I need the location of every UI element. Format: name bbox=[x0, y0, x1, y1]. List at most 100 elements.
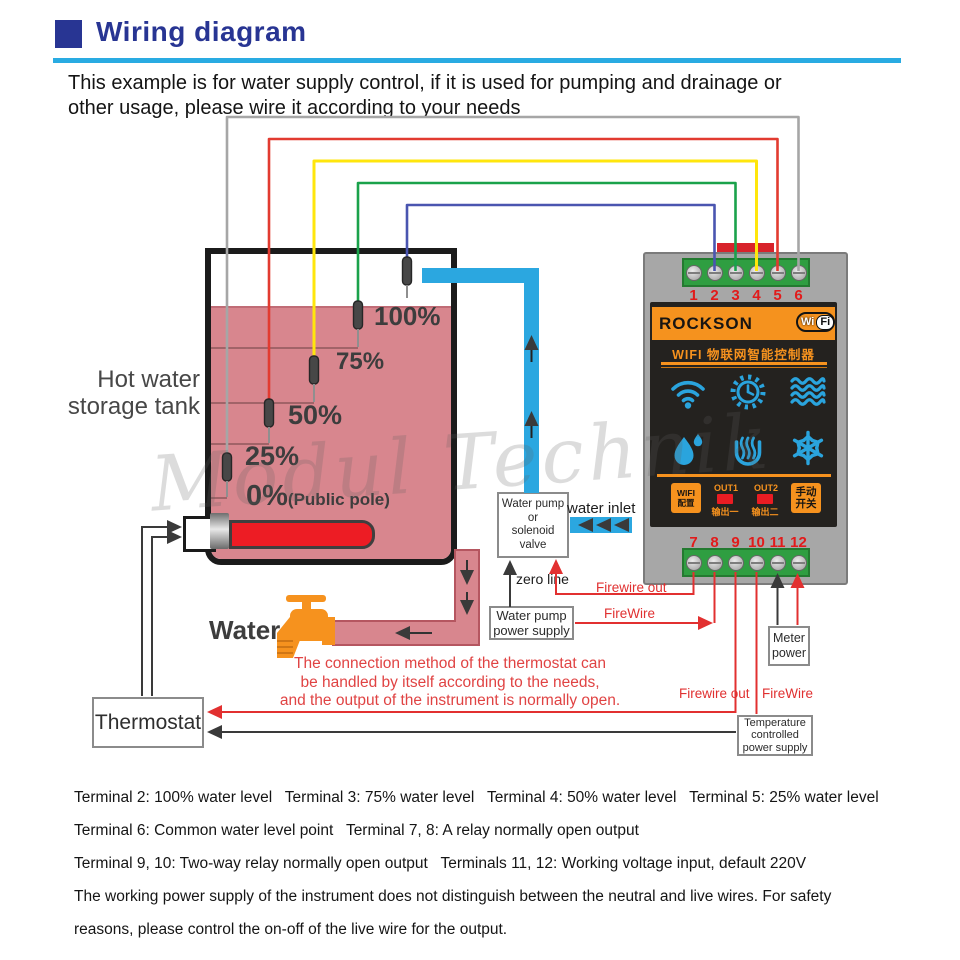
header-rule bbox=[53, 58, 901, 63]
temp-box-line2: controlled bbox=[751, 729, 799, 742]
public-pole-label: (Public pole) bbox=[287, 490, 390, 509]
wifi-icon bbox=[671, 380, 705, 409]
footer-line5: reasons, please control the on-off of th… bbox=[74, 921, 508, 938]
pump-power-line2: power supply bbox=[493, 623, 570, 638]
pump-power-supply-box: Water pump power supply bbox=[489, 606, 574, 640]
tank-name-line2: storage tank bbox=[67, 393, 200, 420]
panel-title-underline-thin bbox=[661, 366, 827, 368]
terminal-descriptions: Terminal 2: 100% water level Terminal 3:… bbox=[74, 789, 954, 954]
out2-cn-label: 输出二 bbox=[751, 507, 779, 517]
intro-line-1: This example is for water supply control… bbox=[68, 72, 782, 94]
intro-text: This example is for water supply control… bbox=[68, 71, 898, 121]
wifi-config-button: WIFI 配置 bbox=[671, 483, 701, 513]
thermostat-heater-wire-1 bbox=[141, 520, 182, 696]
terminal-screw-5 bbox=[770, 265, 786, 281]
wifi-badge-fi: Fi bbox=[816, 314, 835, 330]
pump-box-line1: Water pump bbox=[501, 498, 565, 510]
wifi-config-line1: WIFI bbox=[677, 488, 695, 498]
thermostat-note: The connection method of the thermostat … bbox=[255, 655, 645, 711]
timer-icon bbox=[730, 374, 766, 410]
brand-name: ROCKSON bbox=[659, 314, 753, 333]
device-panel-title: WIFI 物联网智能控制器 bbox=[672, 348, 815, 362]
terminal-number-7: 7 bbox=[689, 534, 698, 551]
snowflake-icon bbox=[790, 430, 826, 466]
water-inlet-pipe bbox=[570, 517, 632, 533]
terminal-screw-1 bbox=[686, 265, 702, 281]
thermostat-label: Thermostat bbox=[94, 710, 202, 734]
wifi-logo-badge: Wi Fi bbox=[796, 312, 835, 332]
level-label-25: 25% bbox=[245, 441, 300, 471]
pump-power-line1: Water pump bbox=[496, 608, 567, 623]
thermostat-heater-wire-2 bbox=[151, 530, 182, 696]
terminal-number-6: 6 bbox=[794, 287, 803, 304]
page-title: Wiring diagram bbox=[96, 16, 307, 47]
waves-icon bbox=[790, 377, 826, 406]
zero-percent: 0% bbox=[246, 480, 288, 512]
firewire-label-bottom: FireWire bbox=[762, 686, 813, 701]
footer-line4: The working power supply of the instrume… bbox=[74, 888, 832, 905]
note-line1: The connection method of the thermostat … bbox=[294, 655, 606, 672]
terminal-number-10: 10 bbox=[748, 534, 765, 551]
manual-switch-button: 手动 开关 bbox=[791, 483, 821, 513]
out2-led bbox=[757, 494, 773, 504]
tank-name-line1: Hot water bbox=[97, 366, 200, 393]
manual-switch-line2: 开关 bbox=[795, 498, 817, 510]
water-inlet-label: water inlet bbox=[567, 500, 636, 517]
meter-power-line1: Meter bbox=[773, 631, 805, 645]
water-drops-icon bbox=[674, 434, 703, 465]
terminal-screw-10 bbox=[749, 555, 765, 571]
firewire-label-top: FireWire bbox=[604, 606, 655, 621]
terminal-number-12: 12 bbox=[790, 534, 807, 551]
wifi-config-line2: 配置 bbox=[677, 498, 695, 508]
meter-power-line2: power bbox=[771, 646, 807, 660]
terminal-number-11: 11 bbox=[769, 534, 786, 551]
terminal-screw-9 bbox=[728, 555, 744, 571]
level-label-100: 100% bbox=[374, 301, 441, 331]
footer-line2: Terminal 6: Common water level point Ter… bbox=[74, 822, 639, 839]
panel-separator-line bbox=[657, 474, 831, 477]
manual-switch-line1: 手动 bbox=[795, 486, 817, 498]
level-label-50: 50% bbox=[288, 400, 343, 430]
terminal-screw-2 bbox=[707, 265, 723, 281]
terminal-number-3: 3 bbox=[731, 287, 740, 304]
firewire-out-label-bottom: Firewire out bbox=[679, 686, 750, 701]
thermostat-box: Thermostat bbox=[92, 697, 204, 748]
heater-collar bbox=[210, 513, 229, 549]
out1-label: OUT1 bbox=[713, 483, 738, 493]
meter-power-box: Meter power bbox=[768, 626, 810, 666]
terminal-number-5: 5 bbox=[773, 287, 782, 304]
footer-line1: Terminal 2: 100% water level Terminal 3:… bbox=[74, 789, 879, 806]
terminal-screw-12 bbox=[791, 555, 807, 571]
temp-controlled-power-box: Temperature controlled power supply bbox=[737, 715, 813, 756]
zero-line-label: zero line bbox=[516, 571, 569, 587]
firewire-out-label-top: Firewire out bbox=[596, 580, 667, 595]
water-label: Water bbox=[209, 615, 281, 645]
pump-box-line3: solenoid valve bbox=[511, 525, 555, 551]
footer-line3: Terminal 9, 10: Two-way relay normally o… bbox=[74, 855, 807, 872]
terminal-screw-6 bbox=[791, 265, 807, 281]
heating-element bbox=[229, 520, 375, 549]
terminal-number-1: 1 bbox=[689, 287, 698, 304]
temp-box-line3: power supply bbox=[742, 741, 808, 754]
level-label-75: 75% bbox=[336, 348, 385, 375]
terminal-number-8: 8 bbox=[710, 534, 719, 551]
faucet-icon bbox=[277, 595, 335, 658]
tank-name-label: Hot water storage tank bbox=[28, 366, 200, 420]
terminal-screw-8 bbox=[707, 555, 723, 571]
terminal-screw-7 bbox=[686, 555, 702, 571]
wifi-badge-wi: Wi bbox=[801, 316, 815, 328]
heating-icon bbox=[734, 436, 762, 466]
out1-led bbox=[717, 494, 733, 504]
intro-line-2: other usage, please wire it according to… bbox=[68, 97, 521, 119]
terminal-screw-3 bbox=[728, 265, 744, 281]
out2-label: OUT2 bbox=[753, 483, 778, 493]
title-bullet-square bbox=[55, 20, 82, 48]
note-line2: be handled by itself according to the ne… bbox=[300, 673, 600, 691]
terminal-number-2: 2 bbox=[710, 287, 719, 304]
level-label-0: 0%(Public pole) bbox=[246, 480, 390, 513]
terminal-screw-4 bbox=[749, 265, 765, 281]
temp-box-line1: Temperature bbox=[744, 716, 806, 729]
terminal-number-9: 9 bbox=[731, 534, 740, 551]
note-line3: and the output of the instrument is norm… bbox=[279, 692, 621, 709]
